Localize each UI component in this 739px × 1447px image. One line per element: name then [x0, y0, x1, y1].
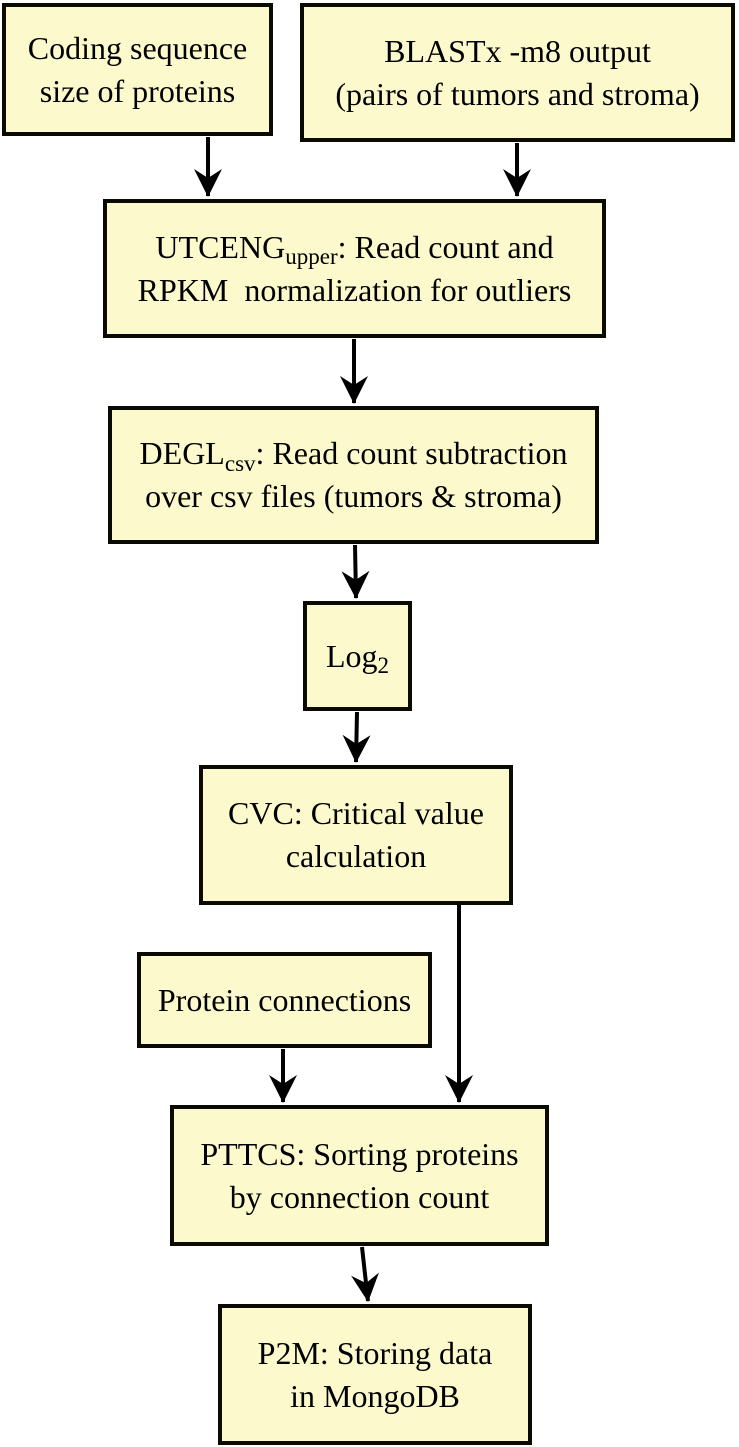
node-text-main: : Read count and — [337, 228, 554, 265]
node-text-subscript: upper — [285, 243, 338, 270]
node-text-line: CVC: Critical value — [228, 795, 484, 832]
arrow-log2-to-cvc — [342, 711, 371, 763]
node-text-subscript: csv — [224, 449, 256, 476]
node-utceng: UTCENGupper: Read count and RPKM normali… — [103, 199, 606, 338]
node-cvc: CVC: Critical value calculation — [199, 765, 513, 905]
node-text-line: P2M: Storing data — [257, 1334, 493, 1371]
node-text-line: size of proteins — [39, 72, 236, 109]
node-text-subscript: 2 — [377, 652, 390, 678]
node-pttcs: PTTCS: Sorting proteins by connection co… — [170, 1105, 549, 1246]
node-text-line: BLASTx -m8 output — [384, 32, 651, 69]
node-text-main: DEGL — [139, 435, 225, 472]
node-text-main: : Read count subtraction — [255, 435, 568, 472]
node-text-line: UTCENGupper: Read count and — [155, 226, 553, 269]
node-p2m: P2M: Storing data in MongoDB — [218, 1304, 532, 1445]
node-text-line: PTTCS: Sorting proteins — [200, 1135, 519, 1172]
node-text-main: Log — [325, 637, 378, 674]
arrow-degl-to-log2 — [341, 544, 370, 599]
node-text-line: Coding sequence — [27, 29, 248, 66]
node-degl: DEGLcsv: Read count subtraction over csv… — [108, 406, 599, 544]
node-text-line: (pairs of tumors and stroma) — [335, 75, 700, 112]
node-text-line: Log2 — [326, 635, 389, 678]
node-coding-sequence: Coding sequence size of proteins — [2, 3, 273, 136]
node-log2: Log2 — [303, 601, 412, 711]
node-protein-connections: Protein connections — [137, 952, 432, 1048]
node-text-line: DEGLcsv: Read count subtraction — [140, 432, 568, 475]
node-text-line: RPKM normalization for outliers — [137, 271, 572, 308]
node-text-line: calculation — [285, 838, 427, 874]
node-text-line: in MongoDB — [290, 1377, 460, 1414]
node-text-line: Protein connections — [157, 981, 412, 1018]
node-blastx-output: BLASTx -m8 output (pairs of tumors and s… — [300, 3, 735, 142]
node-text-line: by connection count — [229, 1178, 490, 1215]
node-text-line: over csv files (tumors & stroma) — [145, 478, 562, 514]
node-text-main: UTCENG — [155, 228, 286, 265]
arrow-pttcs-to-p2m — [351, 1246, 379, 1302]
